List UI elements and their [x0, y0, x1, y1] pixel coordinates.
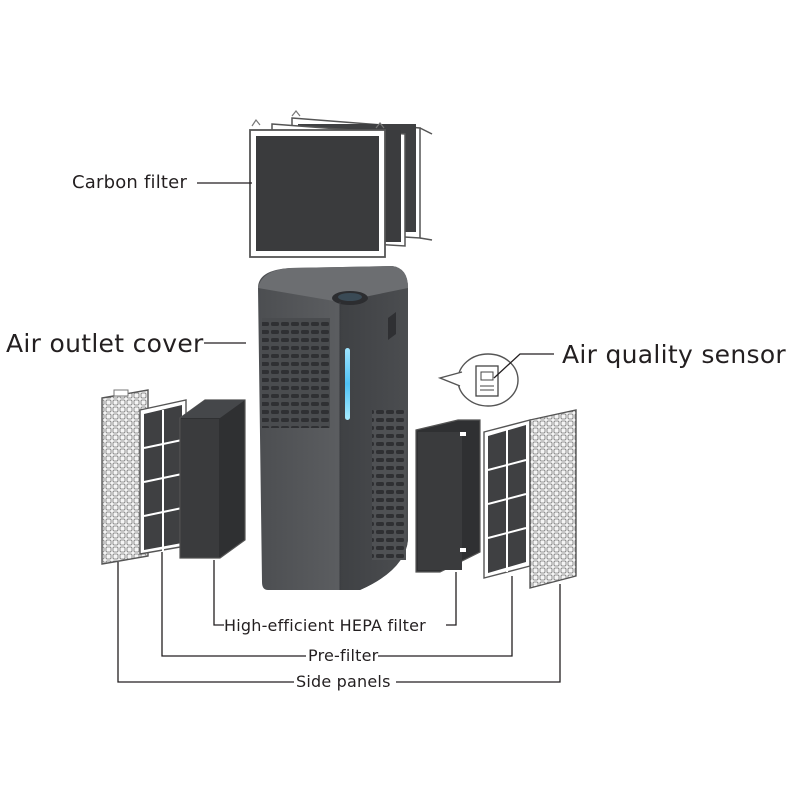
air-quality-sensor-callout	[437, 353, 519, 407]
label-pre-filter: Pre-filter	[308, 646, 379, 665]
right-side-panel	[529, 409, 577, 589]
purifier-body	[258, 266, 408, 590]
label-carbon-filter: Carbon filter	[72, 172, 188, 193]
left-pre-filter	[139, 399, 187, 555]
left-hepa-filter	[179, 399, 246, 559]
right-pre-filter	[483, 419, 531, 579]
leader-lines	[117, 182, 561, 683]
right-hepa-filter	[415, 419, 481, 573]
left-side-panel	[101, 389, 149, 565]
label-air-outlet-cover: Air outlet cover	[6, 329, 204, 358]
label-air-quality-sensor: Air quality sensor	[562, 340, 786, 369]
label-hepa-filter: High-efficient HEPA filter	[224, 616, 426, 635]
label-side-panels: Side panels	[296, 672, 391, 691]
carbon-filter-stack	[249, 110, 433, 258]
carbon-filter-front	[249, 110, 386, 258]
indicator-light	[345, 348, 350, 420]
